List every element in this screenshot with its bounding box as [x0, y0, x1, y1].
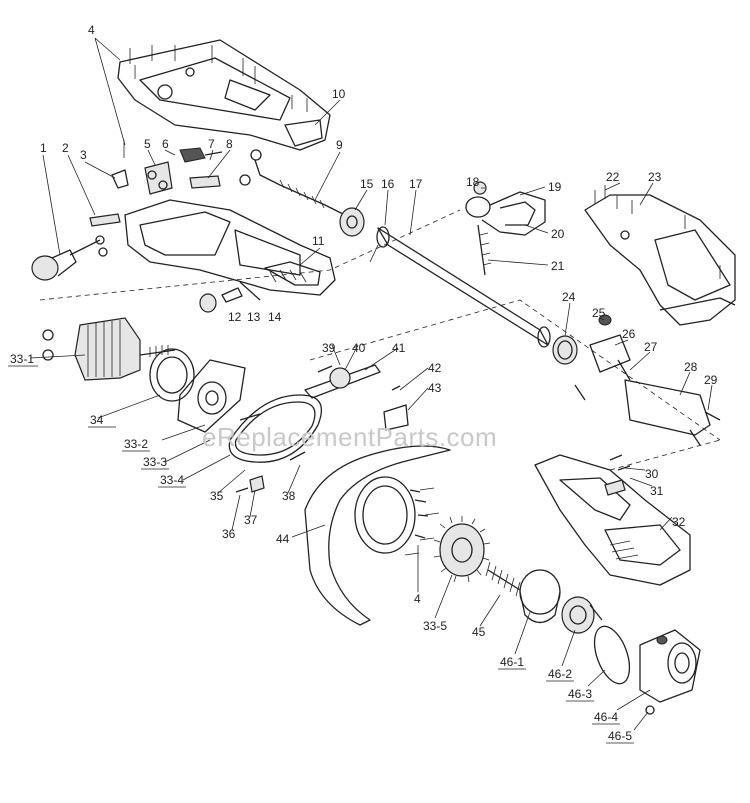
callout-label: 40: [352, 341, 366, 355]
shaft-tube: [369, 226, 551, 348]
callout-label: 33-1: [10, 352, 34, 366]
callout-label: 25: [592, 306, 606, 320]
callout-label: 36: [222, 527, 236, 541]
spool-assembly: [519, 569, 701, 715]
callout-label: 19: [548, 180, 562, 194]
callout-label: 4: [88, 23, 95, 37]
callout-label: 4: [414, 592, 421, 606]
callout-label: 6: [162, 137, 169, 151]
label-underlines: [8, 365, 634, 744]
callout-label: 41: [392, 341, 406, 355]
callout-label: 3: [80, 148, 87, 162]
callout-label: 8: [226, 137, 233, 151]
callout-label: 13: [247, 310, 261, 324]
switch-assembly: [144, 147, 223, 195]
callout-label: 28: [684, 360, 698, 374]
callout-label: 33-4: [160, 473, 184, 487]
housing-screws: [123, 45, 308, 158]
callout-label: 46-3: [568, 687, 592, 701]
callout-label: 12: [228, 310, 242, 324]
callout-label: 7: [208, 137, 215, 151]
callout-label: 20: [551, 227, 565, 241]
callout-label: 16: [381, 177, 395, 191]
callout-label: 2: [62, 141, 69, 155]
callout-label: 44: [276, 532, 290, 546]
motor-armature: [42, 317, 176, 381]
bracket-and-screw: [383, 385, 409, 431]
power-plug: [31, 235, 108, 281]
callout-label: 43: [428, 381, 442, 395]
cord-spring: [239, 149, 346, 216]
callout-label: 18: [466, 175, 480, 189]
callout-label: 9: [336, 138, 343, 152]
callout-label: 35: [210, 489, 224, 503]
callout-label: 31: [650, 484, 664, 498]
callout-label: 11: [312, 234, 325, 248]
callout-label: 45: [472, 625, 486, 639]
callout-label: 46-4: [594, 710, 618, 724]
cord-clamp: [89, 169, 129, 227]
drive-spring: [485, 561, 521, 597]
guard-mount-parts: [552, 314, 721, 446]
callout-label: 5: [144, 137, 151, 151]
callout-label: 10: [332, 87, 346, 101]
callout-label: 46-1: [500, 655, 524, 669]
callout-label: 17: [409, 177, 423, 191]
callout-label: 23: [648, 170, 662, 184]
callout-label: 32: [672, 515, 686, 529]
lower-screws: [404, 487, 440, 556]
callout-label: 21: [551, 259, 565, 273]
callout-label: 1: [40, 141, 47, 155]
guard-cover: [584, 185, 736, 326]
cooling-fan: [433, 516, 491, 583]
callout-label: 15: [360, 177, 374, 191]
callout-label: 27: [644, 340, 658, 354]
callout-label: 29: [704, 373, 718, 387]
assembly-boundary-dashes: [39, 209, 721, 471]
callout-label: 33-5: [423, 619, 447, 633]
watermark: eReplacementParts.com: [202, 422, 497, 452]
callout-leader-lines: [29, 37, 713, 731]
motor-ring: [149, 348, 195, 402]
callout-label: 22: [606, 170, 620, 184]
lower-housing: [124, 199, 336, 296]
auxiliary-handle: [465, 181, 546, 276]
callout-label: 37: [244, 513, 258, 527]
drive-belt-and-links: [228, 364, 381, 493]
upper-housing-cover: [117, 39, 331, 151]
callout-label: 46-2: [548, 667, 572, 681]
lower-guard-housing: [534, 454, 691, 586]
callout-label: 33-2: [124, 437, 148, 451]
callout-label: 34: [90, 413, 104, 427]
callout-label: 42: [428, 361, 442, 375]
motor-end-plate: [177, 359, 246, 433]
callout-label: 30: [645, 467, 659, 481]
callout-label: 33-3: [143, 455, 167, 469]
callout-label: 14: [268, 310, 282, 324]
small-fasteners: [199, 281, 261, 313]
shaft-collar: [339, 207, 365, 237]
callout-label: 26: [622, 327, 636, 341]
callout-label: 24: [562, 290, 576, 304]
callout-label: 38: [282, 489, 296, 503]
callout-label: 46-5: [608, 729, 632, 743]
cutting-guard-shield: [304, 445, 451, 626]
callout-label: 39: [322, 341, 336, 355]
callout-labels: 4 1 2 3 5 6 7 8 9 10 11 12 13 14 15 16 1…: [10, 23, 718, 743]
